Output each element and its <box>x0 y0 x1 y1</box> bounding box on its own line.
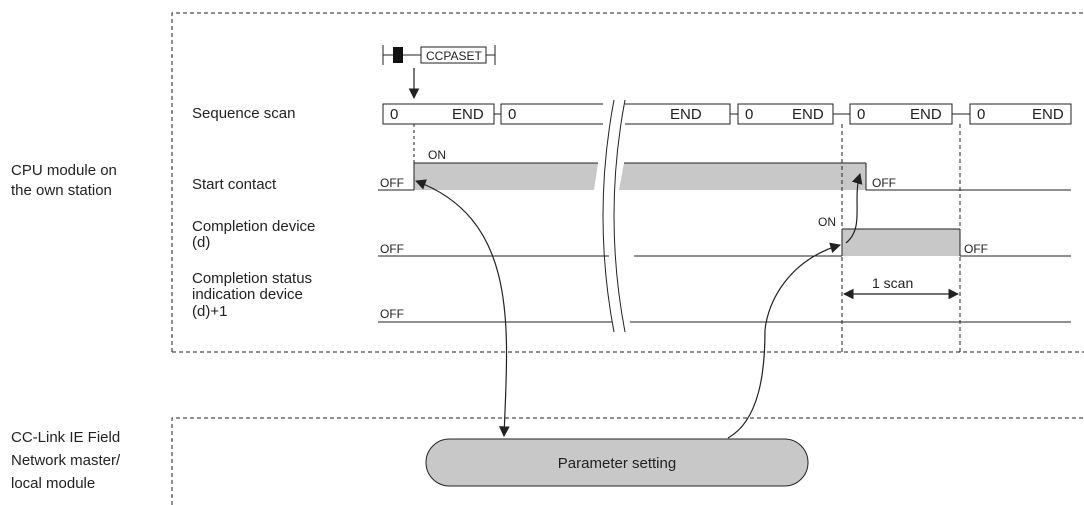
sequence-scan-row: 0 END 0 END 0 END 0 END 0 END <box>382 103 1072 125</box>
scan-4-end: END <box>910 106 942 123</box>
scan-5-start: 0 <box>977 106 985 123</box>
scan-3-end: END <box>792 106 824 123</box>
time-break-left <box>602 99 615 333</box>
scan-2-start: 0 <box>508 106 516 123</box>
completion-status-off: OFF <box>380 307 404 321</box>
completion-device-on: ON <box>818 215 836 229</box>
flow-arrow-start-off <box>845 172 863 244</box>
contact-icon <box>393 47 403 63</box>
flow-arrow-to-cpu <box>727 242 842 439</box>
start-contact-off-1: OFF <box>380 176 404 190</box>
completion-device-off-1: OFF <box>380 242 404 256</box>
signal-label-start-contact: Start contact <box>192 176 277 193</box>
signal-label-status-2: indication device <box>192 286 303 303</box>
start-contact-off-2: OFF <box>872 176 896 190</box>
signal-label-completion-device-2: (d) <box>192 234 210 251</box>
signal-label-status-1: Completion status <box>192 270 312 287</box>
instruction-name: CCPASET <box>426 49 482 63</box>
start-contact-waveform: ON OFF OFF <box>378 148 1071 191</box>
scan-5-end: END <box>1032 106 1064 123</box>
scan-2-end: END <box>670 106 702 123</box>
parameter-setting-label: Parameter setting <box>558 455 676 472</box>
start-contact-on: ON <box>428 148 446 162</box>
cpu-group-label-line1: CPU module on <box>11 162 117 179</box>
network-group-label-line1: CC-Link IE Field <box>11 429 120 446</box>
completion-device-waveform: OFF ON OFF <box>378 215 1071 257</box>
network-group-label-line2: Network master/ <box>11 452 121 469</box>
cpu-group-frame <box>171 12 1084 353</box>
flow-arrow-to-network <box>414 179 510 438</box>
scan-4-start: 0 <box>857 106 865 123</box>
one-scan-label: 1 scan <box>872 275 913 291</box>
time-break-right <box>613 99 626 333</box>
cpu-group-label-line2: the own station <box>11 182 112 199</box>
scan-1-end: END <box>452 106 484 123</box>
completion-device-off-2: OFF <box>964 242 988 256</box>
ladder-instruction: CCPASET <box>382 45 496 65</box>
scan-1-start: 0 <box>390 106 398 123</box>
completion-status-waveform: OFF <box>378 307 1071 323</box>
network-group-label-line3: local module <box>11 475 95 492</box>
signal-label-completion-device-1: Completion device <box>192 218 315 235</box>
signal-label-sequence-scan: Sequence scan <box>192 105 295 122</box>
scan-3-start: 0 <box>745 106 753 123</box>
signal-label-status-3: (d)+1 <box>192 303 227 320</box>
network-group-frame <box>171 417 1084 505</box>
parameter-setting-process <box>425 438 809 487</box>
